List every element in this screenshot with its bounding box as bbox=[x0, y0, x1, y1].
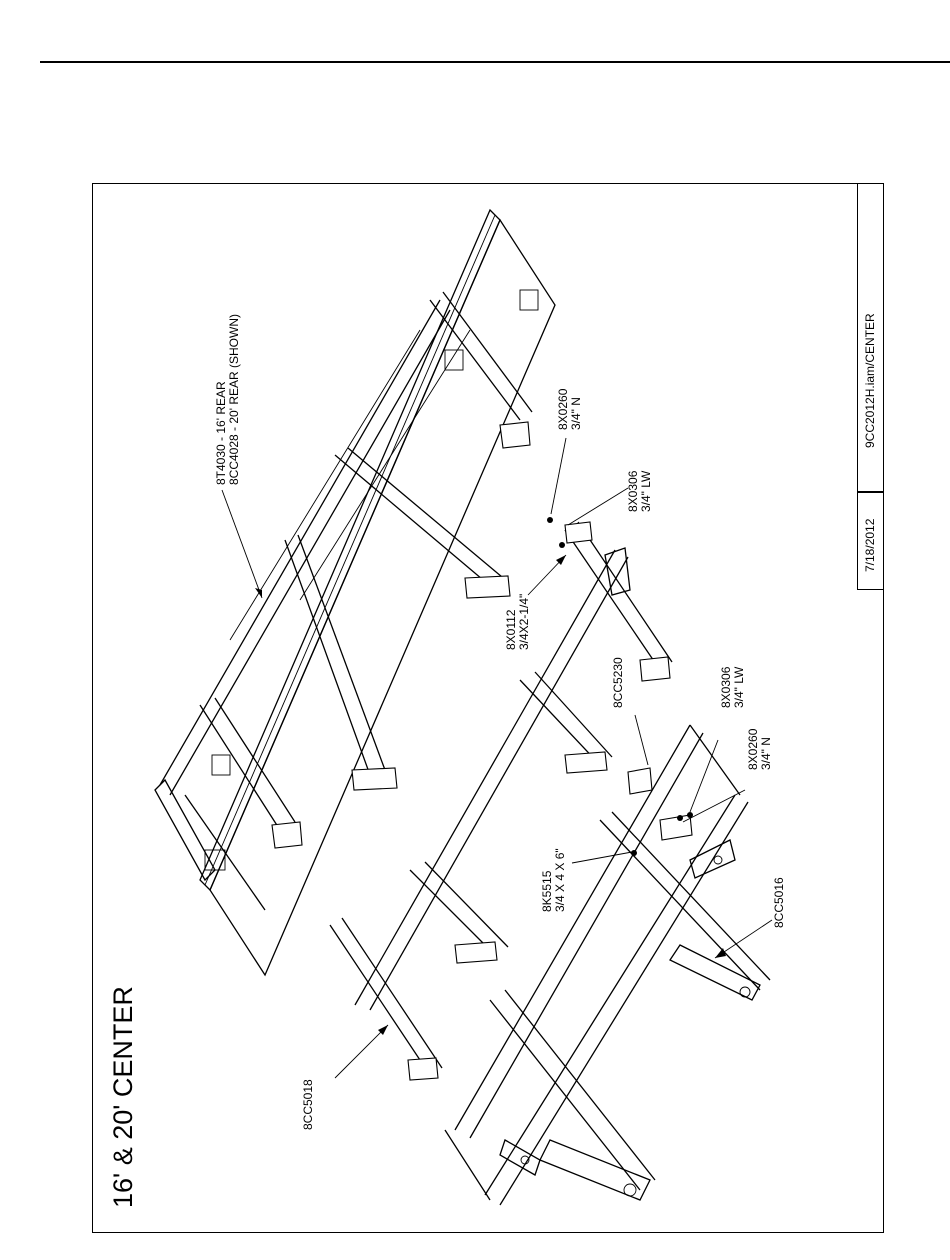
callout-part: 8X0112 bbox=[505, 594, 518, 650]
callout-part: 8X0306 bbox=[720, 667, 733, 708]
callout-desc: 3/4 X 4 X 6" bbox=[554, 848, 567, 912]
callout-lockwasher-front: 8X0306 3/4" LW bbox=[720, 667, 745, 708]
callout-desc: 3/4" N bbox=[570, 389, 583, 430]
callout-ubolt: 8K5515 3/4 X 4 X 6" bbox=[541, 848, 566, 912]
callout-center-frame: 8CC5018 bbox=[302, 1079, 315, 1130]
callout-part: 8T4030 - 16' REAR bbox=[215, 314, 228, 485]
callout-nut-front: 8X0260 3/4" N bbox=[747, 729, 772, 770]
callout-part: 8K5515 bbox=[541, 848, 554, 912]
callout-part: 8X0260 bbox=[557, 389, 570, 430]
callout-part: 8CC5018 bbox=[302, 1079, 315, 1130]
callout-part: 8CC5016 bbox=[773, 877, 786, 928]
callout-front-frame: 8CC5016 bbox=[773, 877, 786, 928]
callout-nut-rear: 8X0260 3/4" N bbox=[557, 389, 582, 430]
callout-lockwasher-rear: 8X0306 3/4" LW bbox=[627, 471, 652, 512]
callout-desc: 3/4" LW bbox=[640, 471, 653, 512]
callout-part: 8CC5230 bbox=[612, 657, 625, 708]
callout-desc: 3/4" N bbox=[760, 729, 773, 770]
callout-desc: 3/4" LW bbox=[733, 667, 746, 708]
callout-rear-frame: 8T4030 - 16' REAR 8CC4028 - 20' REAR (SH… bbox=[215, 314, 240, 485]
callout-desc: 3/4X2-1/4" bbox=[518, 594, 531, 650]
center-frame bbox=[330, 522, 672, 1080]
callout-part: 8X0260 bbox=[747, 729, 760, 770]
callout-plate: 8CC5230 bbox=[612, 657, 625, 708]
front-frame bbox=[445, 725, 770, 1205]
callout-part: 8X0306 bbox=[627, 471, 640, 512]
callout-desc: 8CC4028 - 20' REAR (SHOWN) bbox=[228, 314, 241, 485]
callout-bolt: 8X0112 3/4X2-1/4" bbox=[505, 594, 530, 650]
